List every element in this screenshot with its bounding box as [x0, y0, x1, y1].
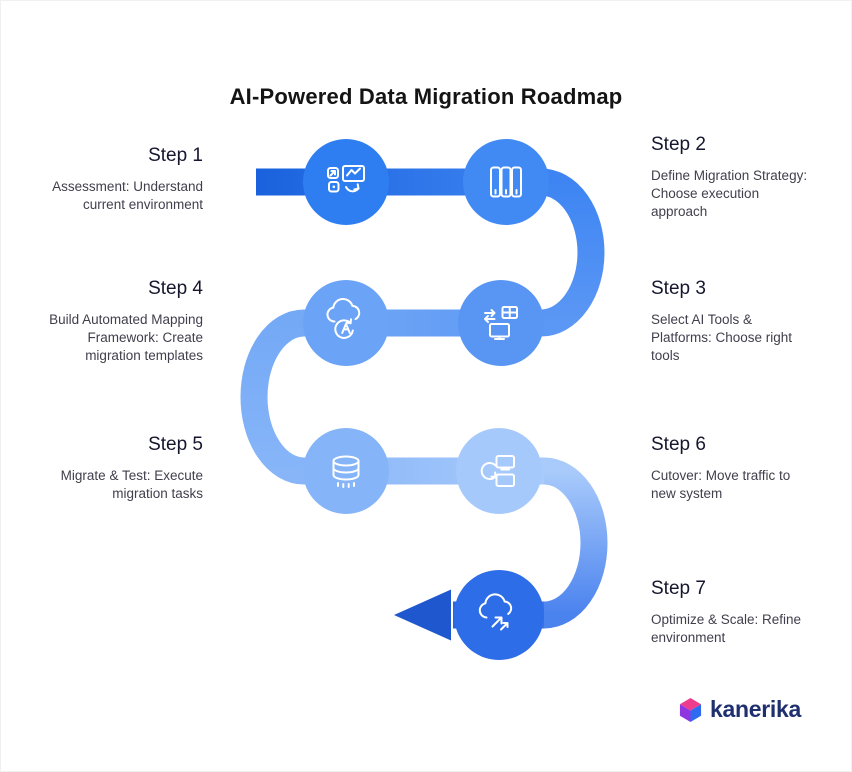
- step-4-text-block: Step 4 Build Automated Mapping Framework…: [25, 278, 203, 365]
- optimize-scale-icon: [478, 593, 513, 631]
- step-7-text-block: Step 7 Optimize & Scale: Refine environm…: [651, 578, 827, 647]
- step-7-label: Step 7: [651, 578, 706, 599]
- step-1-text-block: Step 1 Assessment: Understand current en…: [25, 145, 203, 214]
- arrow-head: [394, 589, 451, 641]
- path-curve-right-2: [543, 457, 608, 629]
- path-curve-left: [240, 309, 305, 485]
- step-1-description: Assessment: Understand current environme…: [52, 178, 203, 212]
- step-6-node: [456, 428, 542, 514]
- kanerika-logo-icon: [679, 697, 702, 722]
- step-1-label: Step 1: [148, 145, 203, 166]
- step-5-node: [303, 428, 389, 514]
- assessment-icon: [327, 165, 365, 193]
- step-3-label: Step 3: [651, 278, 706, 299]
- brand-logo: kanerika: [678, 696, 801, 723]
- step-6-text-block: Step 6 Cutover: Move traffic to new syst…: [651, 434, 827, 503]
- step-3-description: Select AI Tools & Platforms: Choose righ…: [651, 311, 793, 363]
- step-5-label: Step 5: [148, 434, 203, 455]
- step-4-description: Build Automated Mapping Framework: Creat…: [49, 311, 203, 363]
- step-2-node: [463, 139, 549, 225]
- step-4-label: Step 4: [148, 278, 203, 299]
- path-curve-right-1: [540, 168, 605, 337]
- tools-platforms-icon: [484, 306, 518, 340]
- brand-name: kanerika: [710, 696, 801, 722]
- step-5-text-block: Step 5 Migrate & Test: Execute migration…: [25, 434, 203, 503]
- roadmap-path: [240, 168, 608, 629]
- database-icon: [332, 455, 360, 488]
- cutover-sync-icon: [480, 455, 515, 487]
- step-2-text-block: Step 2 Define Migration Strategy: Choose…: [651, 134, 827, 221]
- ai-cloud-mapping-icon: [326, 297, 361, 339]
- step-6-description: Cutover: Move traffic to new system: [651, 467, 791, 501]
- step-5-description: Migrate & Test: Execute migration tasks: [60, 467, 203, 501]
- step-7-description: Optimize & Scale: Refine environment: [651, 611, 802, 645]
- step-3-text-block: Step 3 Select AI Tools & Platforms: Choo…: [651, 278, 827, 365]
- page-title: AI-Powered Data Migration Roadmap: [229, 84, 623, 109]
- data-archive-icon: [490, 166, 522, 198]
- step-7-node: [454, 570, 544, 660]
- step-2-label: Step 2: [651, 134, 706, 155]
- step-2-description: Define Migration Strategy: Choose execut…: [651, 167, 808, 219]
- step-6-label: Step 6: [651, 434, 706, 455]
